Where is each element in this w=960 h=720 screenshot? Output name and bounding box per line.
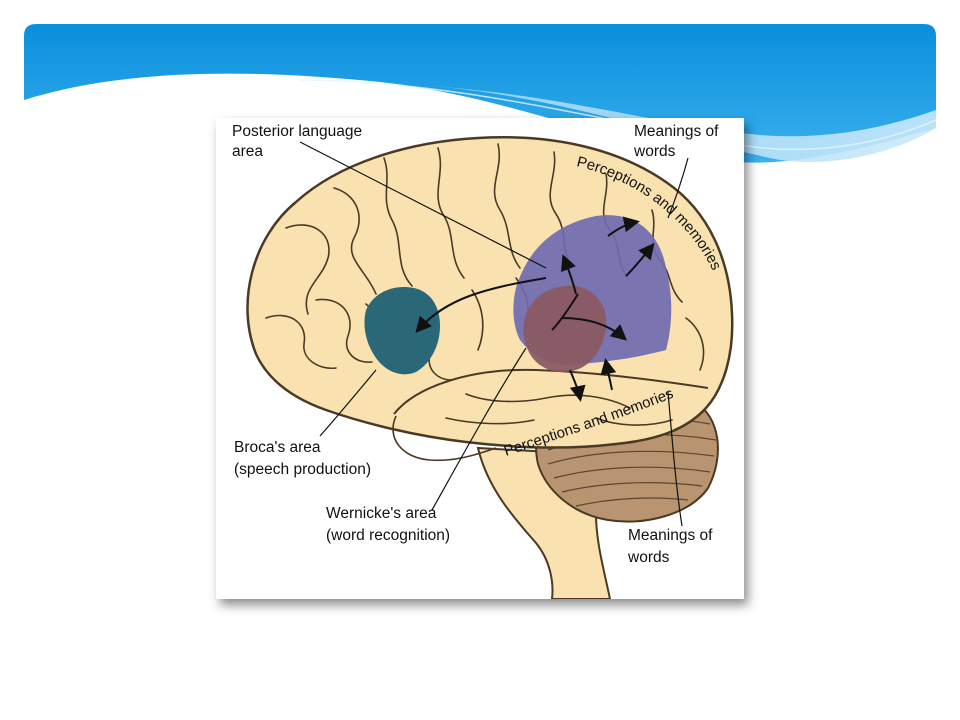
temporal-lobe-edge [393,368,709,415]
wernicke-area [523,285,607,373]
label-wernicke-line1: Wernicke's area [326,505,437,522]
label-broca-line2: (speech production) [234,461,371,478]
label-meanings-top-line1: Meanings of [634,123,719,140]
label-posterior-language-line1: Posterior language [232,123,362,140]
label-broca-line1: Broca's area [234,439,321,456]
label-meanings-bottom-line1: Meanings of [628,527,713,544]
label-posterior-language-line2: area [232,143,263,160]
label-wernicke-line2: (word recognition) [326,527,450,544]
broca-area [364,286,440,375]
label-meanings-top-line2: words [633,143,676,160]
label-meanings-bottom-line2: words [627,549,670,566]
brain-diagram-svg: Posterior language area Meanings of word… [232,123,734,599]
brain-figure: Posterior language area Meanings of word… [216,118,744,599]
signal-arrows [415,216,655,402]
leader-lines [299,141,689,527]
